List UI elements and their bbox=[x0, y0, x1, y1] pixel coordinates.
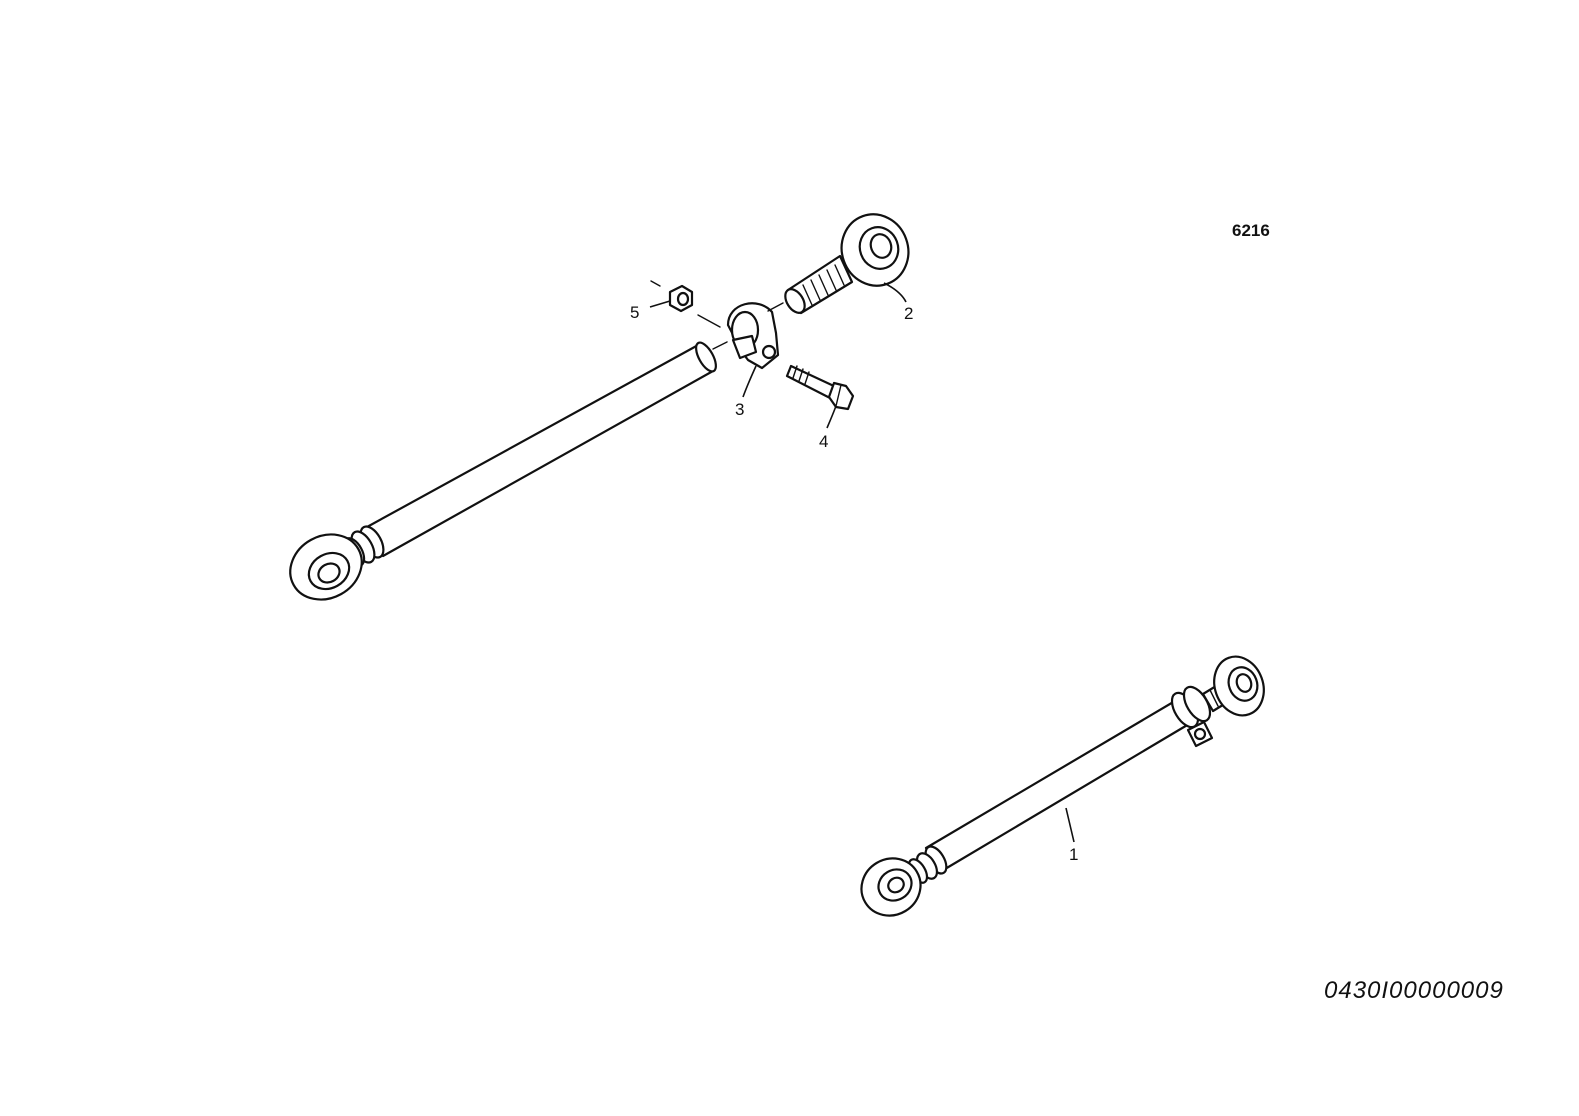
nut-part bbox=[650, 280, 721, 328]
lower-left-rod-end bbox=[860, 857, 922, 917]
callout-label-2: 2 bbox=[904, 304, 913, 323]
callout-label-4: 4 bbox=[819, 432, 828, 451]
callout-4: 4 bbox=[819, 405, 837, 451]
threaded-rod-end-part bbox=[767, 213, 910, 315]
lower-rod-assembly bbox=[860, 655, 1265, 917]
bolt-part bbox=[785, 364, 855, 411]
bolt-threads bbox=[792, 365, 810, 385]
callout-label-5: 5 bbox=[630, 303, 639, 322]
figure-code: 6216 bbox=[1232, 221, 1270, 240]
document-id: 0430I00000009 bbox=[1324, 977, 1504, 1004]
callout-3: 3 bbox=[735, 365, 757, 419]
upper-left-rod-end bbox=[289, 533, 363, 601]
clamp-part bbox=[712, 302, 780, 370]
callout-5: 5 bbox=[630, 300, 671, 322]
callout-2: 2 bbox=[883, 282, 913, 323]
upper-tube bbox=[365, 341, 717, 558]
lower-left-collar bbox=[907, 845, 948, 884]
upper-rod-assembly bbox=[289, 341, 717, 601]
lower-right-rod-end bbox=[1213, 655, 1265, 717]
callout-label-1: 1 bbox=[1069, 845, 1078, 864]
callout-1: 1 bbox=[1065, 807, 1078, 864]
lower-tube bbox=[924, 699, 1191, 874]
threads bbox=[802, 264, 845, 306]
callout-label-3: 3 bbox=[735, 400, 744, 419]
